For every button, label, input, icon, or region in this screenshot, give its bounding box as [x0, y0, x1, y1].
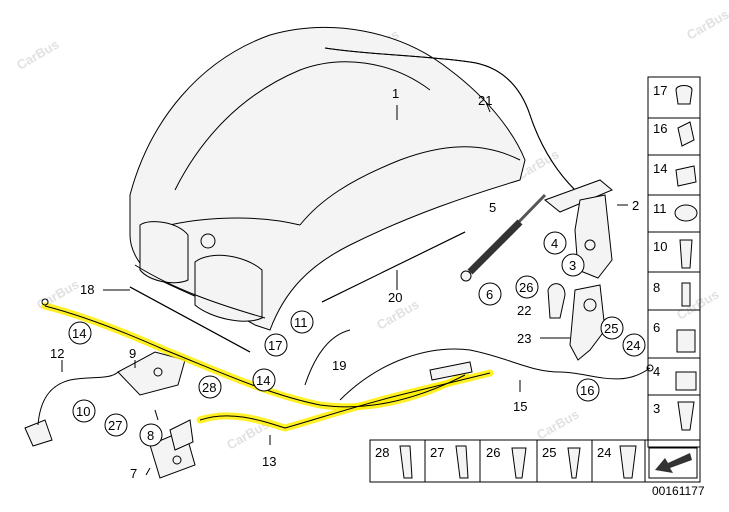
bottom-panel-label: 25	[542, 445, 556, 460]
spring-clip-icon	[677, 121, 695, 147]
side-parts-panel: 17 16 14 11 10 8 6 4 3	[647, 76, 701, 448]
callout-label: 21	[478, 93, 492, 108]
bottom-parts-panel: 28 27 26 25 24	[369, 439, 701, 483]
screw-icon	[511, 447, 527, 479]
hex-nut-icon	[675, 371, 697, 391]
release-handle-part	[24, 371, 119, 447]
grille-strip-inner	[129, 286, 251, 353]
callout-label: 14	[256, 373, 270, 388]
watermark: CarBus	[14, 36, 62, 72]
callout-label: 23	[517, 331, 531, 346]
screw-icon	[567, 447, 581, 479]
side-panel-label: 16	[653, 121, 667, 136]
hood-part	[129, 27, 526, 331]
side-panel-label: 17	[653, 83, 667, 98]
bottom-panel-label: 27	[430, 445, 444, 460]
adjuster-icon	[679, 239, 693, 269]
callout-label: 19	[332, 358, 346, 373]
callout-layer: 1 21 2 5 18 20 22 23 19 15 9 12 13 7 4 3…	[50, 86, 646, 481]
watermark: CarBus	[674, 286, 722, 322]
side-panel-label: 4	[653, 364, 660, 379]
hex-bolt-icon	[677, 401, 695, 431]
callout-label: 3	[569, 258, 576, 273]
callout-label: 1	[392, 86, 399, 101]
screw-icon	[676, 329, 696, 353]
callout-label: 12	[50, 346, 64, 361]
callout-label: 25	[604, 321, 618, 336]
nut-clip-icon	[619, 445, 637, 479]
callout-label: 7	[130, 466, 137, 481]
seal-strip-inner	[321, 231, 466, 303]
diagram-code: 00161177	[652, 484, 705, 498]
release-cable-part	[41, 298, 654, 429]
callout-label: 18	[80, 282, 94, 297]
gas-strut-part	[460, 193, 547, 282]
bracket-icon	[399, 445, 413, 479]
callout-label: 14	[72, 326, 86, 341]
watermark: CarBus	[684, 6, 729, 42]
callout-label: 5	[489, 200, 496, 215]
side-panel-label: 6	[653, 320, 660, 335]
push-clip-icon	[675, 85, 693, 105]
callout-label: 27	[108, 418, 122, 433]
clip-nut-icon	[675, 165, 697, 187]
lock-bracket-part	[117, 351, 186, 396]
watermark: CarBus	[534, 406, 582, 442]
side-panel-label: 3	[653, 401, 660, 416]
callout-label: 22	[517, 303, 531, 318]
callout-label: 6	[486, 287, 493, 302]
callout-label: 17	[268, 338, 282, 353]
bracket-icon	[455, 445, 469, 479]
side-panel-label: 10	[653, 239, 667, 254]
lock-assembly-part	[547, 283, 606, 361]
callout-label: 20	[388, 290, 402, 305]
bolt-icon	[681, 282, 691, 307]
callout-label: 24	[626, 338, 640, 353]
callout-label: 28	[202, 380, 216, 395]
side-panel-label: 8	[653, 280, 660, 295]
callout-label: 9	[129, 346, 136, 361]
bottom-panel-label: 26	[486, 445, 500, 460]
callout-label: 8	[147, 428, 154, 443]
callout-label: 10	[76, 404, 90, 419]
side-panel-label: 14	[653, 161, 667, 176]
callout-label: 15	[513, 399, 527, 414]
callout-label: 16	[580, 383, 594, 398]
direction-arrow-icon	[655, 453, 692, 473]
rubber-buffer-icon	[674, 204, 698, 222]
callout-label: 4	[551, 236, 558, 251]
hood-lock-part	[149, 419, 196, 479]
hood-seal-inner	[324, 47, 576, 191]
bottom-panel-label: 28	[375, 445, 389, 460]
bottom-panel-label: 24	[597, 445, 611, 460]
hood-hinge-part	[543, 179, 613, 279]
callout-label: 26	[519, 280, 533, 295]
side-panel-label: 11	[653, 201, 667, 216]
callout-label: 11	[294, 315, 308, 330]
side-seal-part	[304, 329, 351, 386]
callout-label: 2	[632, 198, 639, 213]
callout-label: 13	[262, 454, 276, 469]
